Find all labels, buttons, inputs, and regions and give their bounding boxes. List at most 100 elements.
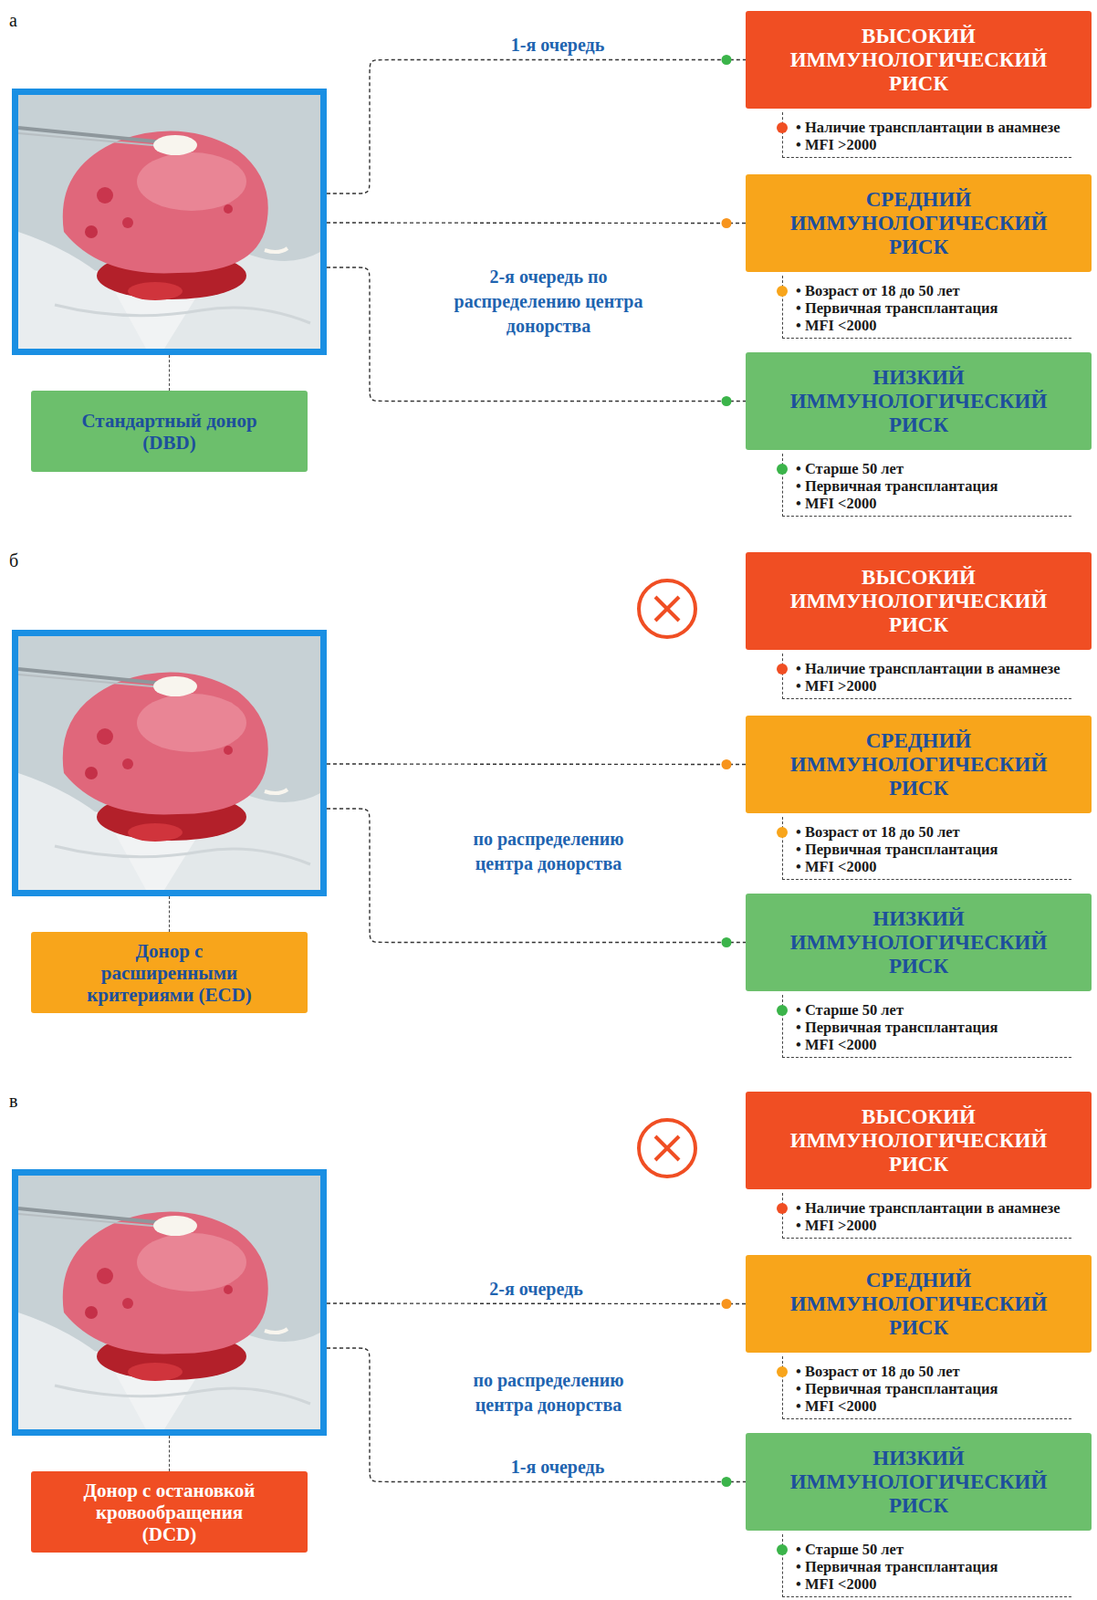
- criteria-bracket: • Возраст от 18 до 50 лет• Первичная тра…: [782, 1356, 1072, 1420]
- criterion: • Наличие трансплантации в анамнезе: [795, 118, 1072, 136]
- criterion: • Первичная трансплантация: [795, 299, 1072, 317]
- donor-type-box: Донор с остановкой кровообращения (DCD): [31, 1471, 308, 1553]
- connector: [326, 759, 746, 770]
- donor-type: Донор с расширенными критериями (ECD): [80, 940, 259, 1006]
- connector-dot: [721, 937, 732, 948]
- connector-dot: [721, 218, 732, 229]
- criterion: • MFI >2000: [795, 677, 1072, 695]
- connector: [326, 54, 746, 194]
- risk-title: ВЫСОКИЙ ИММУНОЛОГИЧЕСКИЙ РИСК: [790, 1105, 1048, 1177]
- criterion: • Возраст от 18 до 50 лет: [795, 282, 1072, 300]
- risk-title: НИЗКИЙ ИММУНОЛОГИЧЕСКИЙ РИСК: [790, 907, 1048, 979]
- connector-line: [326, 221, 746, 224]
- connector: [326, 808, 746, 948]
- criterion: • Первичная трансплантация: [795, 1018, 1072, 1036]
- donor-photo: Стандартный донор (DBD): [11, 88, 327, 356]
- donor-type: Донор с остановкой кровообращения (DCD): [80, 1479, 259, 1546]
- risk-box: СРЕДНИЙ ИММУНОЛОГИЧЕСКИЙ РИСК• Возраст о…: [745, 1254, 1092, 1353]
- risk-box: НИЗКИЙ ИММУНОЛОГИЧЕСКИЙ РИСК• Старше 50 …: [745, 352, 1092, 450]
- criterion: • Первичная трансплантация: [795, 1557, 1072, 1576]
- risk-box: СРЕДНИЙ ИММУНОЛОГИЧЕСКИЙ РИСК• Возраст о…: [745, 174, 1092, 272]
- queue-note: по распределению центра донорства: [448, 826, 649, 877]
- criterion: • Возраст от 18 до 50 лет: [795, 823, 1072, 841]
- risk-box: ВЫСОКИЙ ИММУНОЛОГИЧЕСКИЙ РИСК• Наличие т…: [745, 1091, 1092, 1190]
- risk-box: ВЫСОКИЙ ИММУНОЛОГИЧЕСКИЙ РИСК• Наличие т…: [745, 10, 1092, 109]
- panel-letter: в: [9, 1089, 18, 1112]
- exclusion-mark: [638, 580, 696, 638]
- queue-label: 1-я очередь: [508, 33, 608, 56]
- criterion: • MFI >2000: [795, 1216, 1072, 1234]
- connector-dot: [721, 759, 732, 770]
- queue-note: 2-я очередь по распределению центра доно…: [448, 264, 649, 339]
- queue-label: 1-я очередь: [508, 1455, 608, 1478]
- kidney-photo: [18, 1175, 321, 1430]
- connector: [326, 1347, 746, 1487]
- risk-title: ВЫСОКИЙ ИММУНОЛОГИЧЕСКИЙ РИСК: [790, 24, 1048, 96]
- bullet-dot: [776, 285, 788, 297]
- bullet-dot: [776, 122, 788, 134]
- criteria-bracket: • Старше 50 лет• Первичная трансплантаци…: [782, 1534, 1072, 1598]
- criterion: • MFI <2000: [795, 857, 1072, 876]
- connector-dot: [721, 1476, 732, 1487]
- criterion: • Наличие трансплантации в анамнезе: [795, 659, 1072, 678]
- leader-line: [168, 896, 170, 932]
- risk-title: СРЕДНИЙ ИММУНОЛОГИЧЕСКИЙ РИСК: [790, 729, 1048, 801]
- kidney-image: [18, 94, 321, 349]
- criteria-bracket: • Возраст от 18 до 50 лет• Первичная тра…: [782, 275, 1072, 339]
- criterion: • MFI <2000: [795, 316, 1072, 335]
- criterion: • Первичная трансплантация: [795, 1379, 1072, 1398]
- connector-dot: [721, 54, 732, 65]
- connector: [326, 1298, 746, 1309]
- leader-line: [168, 1435, 170, 1472]
- donor-photo: Донор с расширенными критериями (ECD): [11, 629, 327, 897]
- donor-type-box: Донор с расширенными критериями (ECD): [31, 931, 308, 1014]
- connector-line: [326, 1347, 746, 1483]
- criterion: • Наличие трансплантации в анамнезе: [795, 1199, 1072, 1217]
- risk-title: СРЕДНИЙ ИММУНОЛОГИЧЕСКИЙ РИСК: [790, 1268, 1048, 1340]
- criterion: • MFI <2000: [795, 1035, 1072, 1054]
- connector-dot: [721, 396, 732, 407]
- panel-letter: б: [9, 549, 19, 572]
- kidney-image: [18, 1175, 321, 1430]
- risk-box: НИЗКИЙ ИММУНОЛОГИЧЕСКИЙ РИСК• Старше 50 …: [745, 1432, 1092, 1531]
- leader-line: [168, 355, 170, 391]
- bullet-dot: [776, 826, 788, 838]
- connectors: [326, 54, 746, 1487]
- kidney-image: [18, 636, 321, 890]
- connector-line: [326, 808, 746, 943]
- bullet-dot: [776, 1004, 788, 1016]
- kidney-photo: [18, 94, 321, 349]
- exclusion-mark: [638, 1119, 696, 1177]
- connector: [326, 267, 746, 407]
- criterion: • MFI >2000: [795, 135, 1072, 154]
- risk-title: НИЗКИЙ ИММУНОЛОГИЧЕСКИЙ РИСК: [790, 365, 1048, 438]
- criterion: • Старше 50 лет: [795, 1001, 1072, 1019]
- queue-label: 2-я очередь: [486, 1277, 586, 1300]
- criteria-bracket: • Возраст от 18 до 50 лет• Первичная тра…: [782, 816, 1072, 880]
- bullet-dot: [776, 1202, 788, 1214]
- connector-line: [326, 1302, 746, 1305]
- criteria-bracket: • Старше 50 лет• Первичная трансплантаци…: [782, 453, 1072, 517]
- donor-type-box: Стандартный донор (DBD): [31, 390, 308, 472]
- risk-title: НИЗКИЙ ИММУНОЛОГИЧЕСКИЙ РИСК: [790, 1446, 1048, 1518]
- criterion: • MFI <2000: [795, 1397, 1072, 1415]
- criterion: • MFI <2000: [795, 1575, 1072, 1593]
- bullet-dot: [776, 1366, 788, 1378]
- criteria-bracket: • Наличие трансплантации в анамнезе• MFI…: [782, 112, 1072, 158]
- criteria-bracket: • Наличие трансплантации в анамнезе• MFI…: [782, 653, 1072, 700]
- connector-line: [326, 60, 746, 195]
- bullet-dot: [776, 663, 788, 675]
- criteria-bracket: • Наличие трансплантации в анамнезе• MFI…: [782, 1192, 1072, 1239]
- criterion: • Первичная трансплантация: [795, 477, 1072, 495]
- criterion: • Возраст от 18 до 50 лет: [795, 1362, 1072, 1380]
- connector-dot: [721, 1298, 732, 1309]
- risk-box: ВЫСОКИЙ ИММУНОЛОГИЧЕСКИЙ РИСК• Наличие т…: [745, 552, 1092, 650]
- connector-line: [326, 762, 746, 765]
- criterion: • Старше 50 лет: [795, 459, 1072, 478]
- connector: [326, 218, 746, 229]
- risk-box: СРЕДНИЙ ИММУНОЛОГИЧЕСКИЙ РИСК• Возраст о…: [745, 715, 1092, 814]
- risk-title: СРЕДНИЙ ИММУНОЛОГИЧЕСКИЙ РИСК: [790, 188, 1048, 260]
- criterion: • MFI <2000: [795, 494, 1072, 512]
- donor-type: Стандартный донор (DBD): [80, 409, 259, 454]
